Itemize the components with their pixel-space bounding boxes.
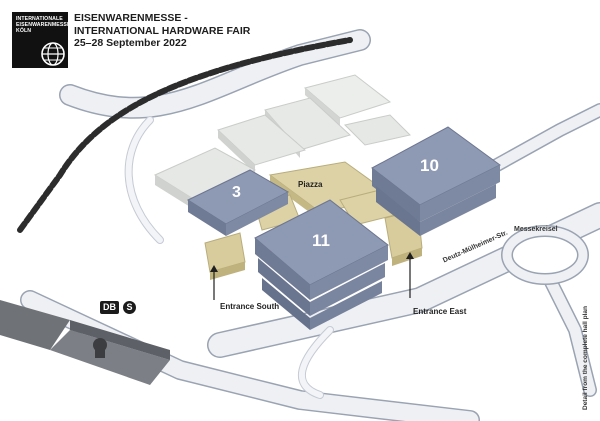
hall-3 bbox=[186, 169, 290, 236]
logo-line-2: EISENWARENMESSE bbox=[16, 22, 71, 28]
fair-logo: INTERNATIONALE EISENWARENMESSE KÖLN bbox=[12, 12, 71, 68]
rail-track bbox=[17, 37, 353, 233]
db-badge: DB bbox=[100, 300, 119, 314]
piazza-label: Piazza bbox=[298, 180, 323, 189]
logo-line-1: INTERNATIONALE bbox=[16, 16, 63, 22]
title-line-2: INTERNATIONAL HARDWARE FAIR bbox=[74, 24, 251, 37]
other-halls bbox=[153, 74, 411, 210]
entrance-south-label: Entrance South bbox=[220, 302, 280, 311]
fair-dates: 25–28 September 2022 bbox=[74, 37, 187, 49]
hall-north-1 bbox=[303, 74, 392, 119]
logo-line-3: KÖLN bbox=[16, 28, 32, 34]
plan-footnote: Detail from the complete hall plan bbox=[582, 305, 589, 410]
hall-north-3 bbox=[217, 114, 307, 166]
hall-11 bbox=[254, 199, 389, 330]
title-line-1: EISENWARENMESSE - bbox=[74, 12, 188, 24]
entrance-east-label: Entrance East bbox=[413, 307, 467, 316]
fair-title: EISENWARENMESSE - INTERNATIONAL HARDWARE… bbox=[74, 12, 250, 50]
globe-icon bbox=[41, 42, 65, 66]
hall-11-label: 11 bbox=[312, 231, 330, 250]
transit-badges: DB S bbox=[100, 300, 136, 314]
hall-10 bbox=[371, 126, 501, 236]
roundabout-label: Messekreisel bbox=[514, 226, 558, 233]
train-station bbox=[0, 300, 170, 385]
hall-10-label: 10 bbox=[420, 156, 439, 175]
hall-east-small bbox=[344, 114, 411, 146]
sbahn-icon: S bbox=[123, 300, 136, 314]
hall-3-label: 3 bbox=[232, 184, 241, 201]
